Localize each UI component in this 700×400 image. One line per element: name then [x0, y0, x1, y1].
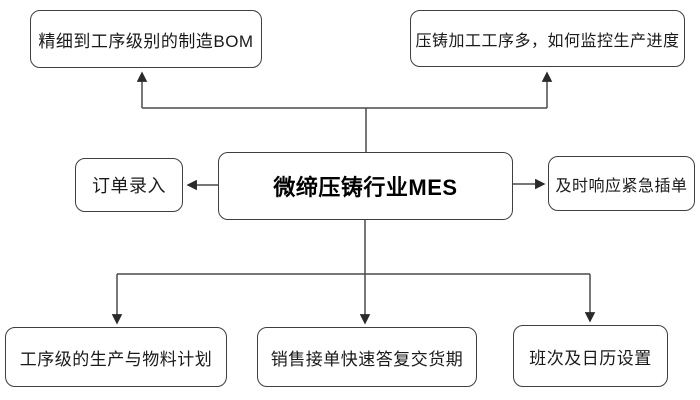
node-process-production-material-plan: 工序级的生产与物料计划	[5, 327, 227, 387]
node-production-progress-monitoring: 压铸加工工序多，如何监控生产进度	[410, 10, 685, 67]
connector-side-arrows	[186, 178, 546, 191]
node-manufacturing-bom: 精细到工序级别的制造BOM	[30, 10, 262, 68]
node-mes-center: 微缔压铸行业MES	[218, 152, 513, 220]
node-order-entry: 订单录入	[75, 158, 183, 212]
node-shift-calendar-settings: 班次及日历设置	[513, 325, 668, 387]
node-sales-delivery-reply: 销售接单快速答复交货期	[257, 327, 477, 387]
connector-top-branch	[136, 71, 553, 152]
node-urgent-order-response: 及时响应紧急插单	[548, 156, 695, 211]
connector-bottom-branch	[111, 220, 596, 325]
